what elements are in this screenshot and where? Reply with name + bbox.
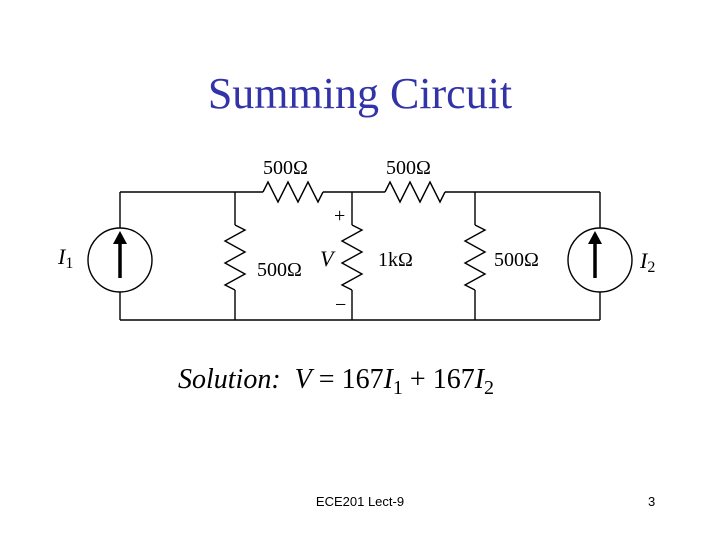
label-source-right: I2 [639, 248, 655, 276]
solution-equation: Solution: V = 167I1 + 167I2 [178, 364, 495, 399]
label-voltage: V [320, 246, 336, 271]
shunt-resistor-right [463, 224, 487, 291]
arrow-up-icon [118, 240, 597, 278]
solution-term1-sub: 1 [392, 377, 403, 399]
label-shunt-middle: 1kΩ [378, 249, 413, 271]
label-series-right: 500Ω [386, 157, 431, 179]
page-number: 3 [648, 494, 656, 509]
slide-footer: ECE201 Lect-9 [315, 494, 405, 509]
series-resistor-right [384, 180, 446, 204]
solution-term2: I [474, 364, 485, 395]
current-source-left [87, 227, 153, 293]
label-shunt-right: 500Ω [494, 249, 539, 271]
solution-plus: + 167 [409, 364, 475, 395]
solution-var-v: V [294, 364, 312, 395]
series-resistor-left [262, 180, 324, 204]
slide-title: Summing Circuit [207, 69, 513, 118]
shunt-resistor-left [223, 224, 247, 291]
label-plus: + [334, 205, 345, 227]
label-minus: − [335, 294, 346, 316]
label-source-left: I1 [57, 244, 73, 272]
solution-equals: = 167 [318, 364, 384, 395]
solution-prefix: Solution: [178, 364, 281, 395]
solution-term2-sub: 2 [484, 377, 495, 399]
current-source-right [567, 227, 633, 293]
solution-term1: I [383, 364, 393, 395]
shunt-resistor-middle [340, 224, 364, 291]
label-series-left: 500Ω [263, 157, 308, 179]
label-shunt-left: 500Ω [257, 259, 302, 281]
